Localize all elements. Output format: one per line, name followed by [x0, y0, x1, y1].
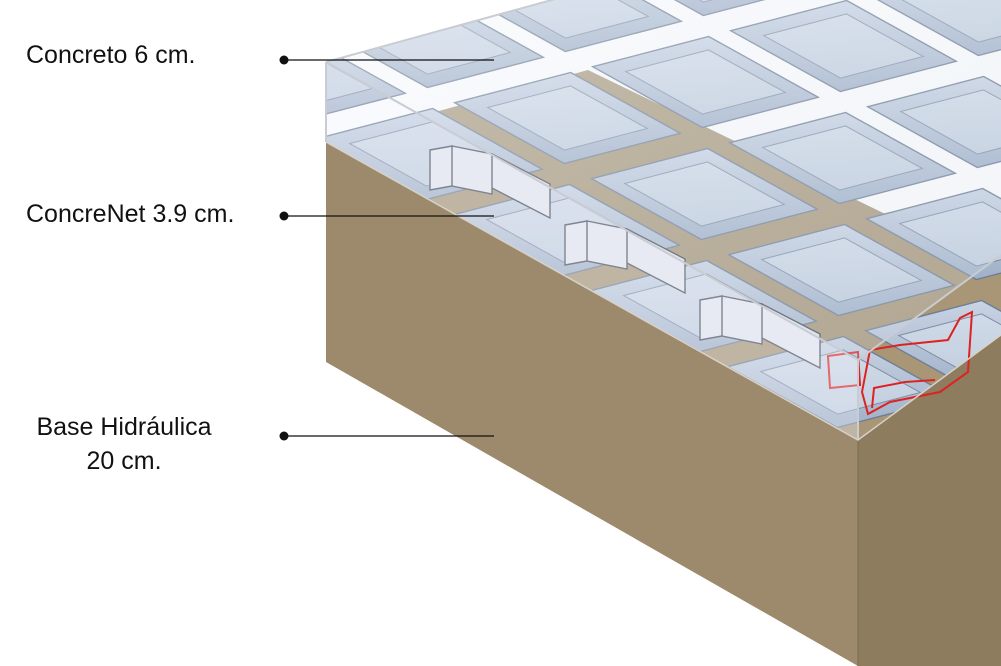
- leader-concrete: [279, 55, 494, 65]
- base-right-face: [858, 335, 1001, 666]
- base-left-face: [326, 142, 858, 666]
- label-grid-layer: ConcreNet 3.9 cm.: [26, 200, 235, 228]
- concrete-top-face: [326, 0, 1001, 360]
- leader-grid: [279, 211, 494, 221]
- label-concrete-layer: Concreto 6 cm.: [26, 41, 196, 69]
- leader-base: [279, 431, 494, 441]
- grid-cell-rim: [897, 313, 1001, 379]
- label-base-line1: Base Hidráulica: [36, 413, 212, 441]
- leader-lines: [279, 55, 494, 441]
- label-base-line2: 20 cm.: [86, 447, 162, 475]
- label-base-layer: Base Hidráulica 20 cm.: [26, 410, 222, 478]
- grid-edge-tab: [699, 295, 821, 370]
- concrete-front-face: [326, 62, 858, 440]
- concrete-layer: [325, 0, 1001, 441]
- grid-edge-tabs: [429, 145, 821, 370]
